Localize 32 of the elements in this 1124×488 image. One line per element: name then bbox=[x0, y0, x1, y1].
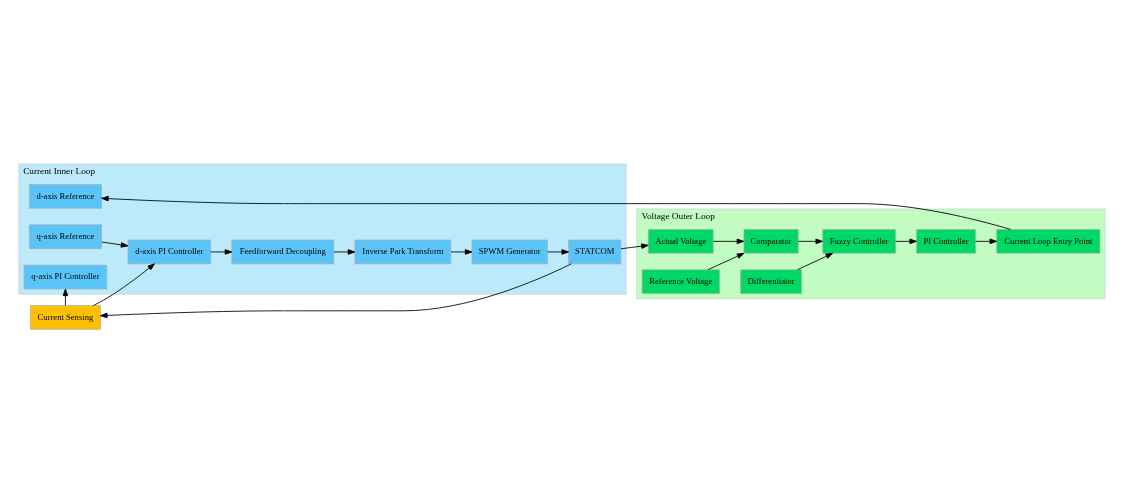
node-box: q-axis PI Controller bbox=[23, 264, 108, 290]
node-box: d-axis PI Controller bbox=[127, 239, 211, 265]
node-box: d-axis Reference bbox=[29, 184, 102, 209]
node-box: Differentiator bbox=[740, 269, 802, 294]
arrow bbox=[975, 238, 998, 245]
node-box: Actual Voltage bbox=[648, 229, 714, 254]
arrow bbox=[210, 249, 233, 255]
arrow bbox=[450, 249, 473, 255]
node-box: SPWM Generator bbox=[471, 239, 548, 265]
arrow bbox=[547, 249, 569, 255]
arrow bbox=[333, 249, 356, 255]
arrow bbox=[895, 238, 917, 245]
arrow bbox=[797, 238, 823, 245]
arrow bbox=[92, 263, 155, 306]
arrow bbox=[712, 238, 745, 245]
arrow bbox=[620, 243, 649, 250]
node-box: Fuzzy Controller bbox=[822, 229, 896, 254]
arrow bbox=[62, 288, 69, 306]
arrow bbox=[707, 252, 745, 271]
node-box: Comparator bbox=[743, 229, 799, 254]
node-box: Current Loop Entry Point bbox=[996, 229, 1101, 254]
arrow bbox=[101, 195, 1012, 230]
node-box: PI Controller bbox=[916, 229, 976, 254]
node-box: Current Sensing bbox=[30, 305, 101, 330]
arrow bbox=[797, 252, 834, 271]
node-box: STATCOM bbox=[568, 239, 622, 265]
node-box: Feedforward Decoupling bbox=[231, 239, 335, 265]
node-box: Inverse Park Transform bbox=[354, 239, 452, 265]
arrow bbox=[101, 241, 129, 248]
node-box: q-axis Reference bbox=[29, 224, 102, 249]
arrow bbox=[100, 263, 572, 319]
node-box: Reference Voltage bbox=[641, 269, 720, 294]
